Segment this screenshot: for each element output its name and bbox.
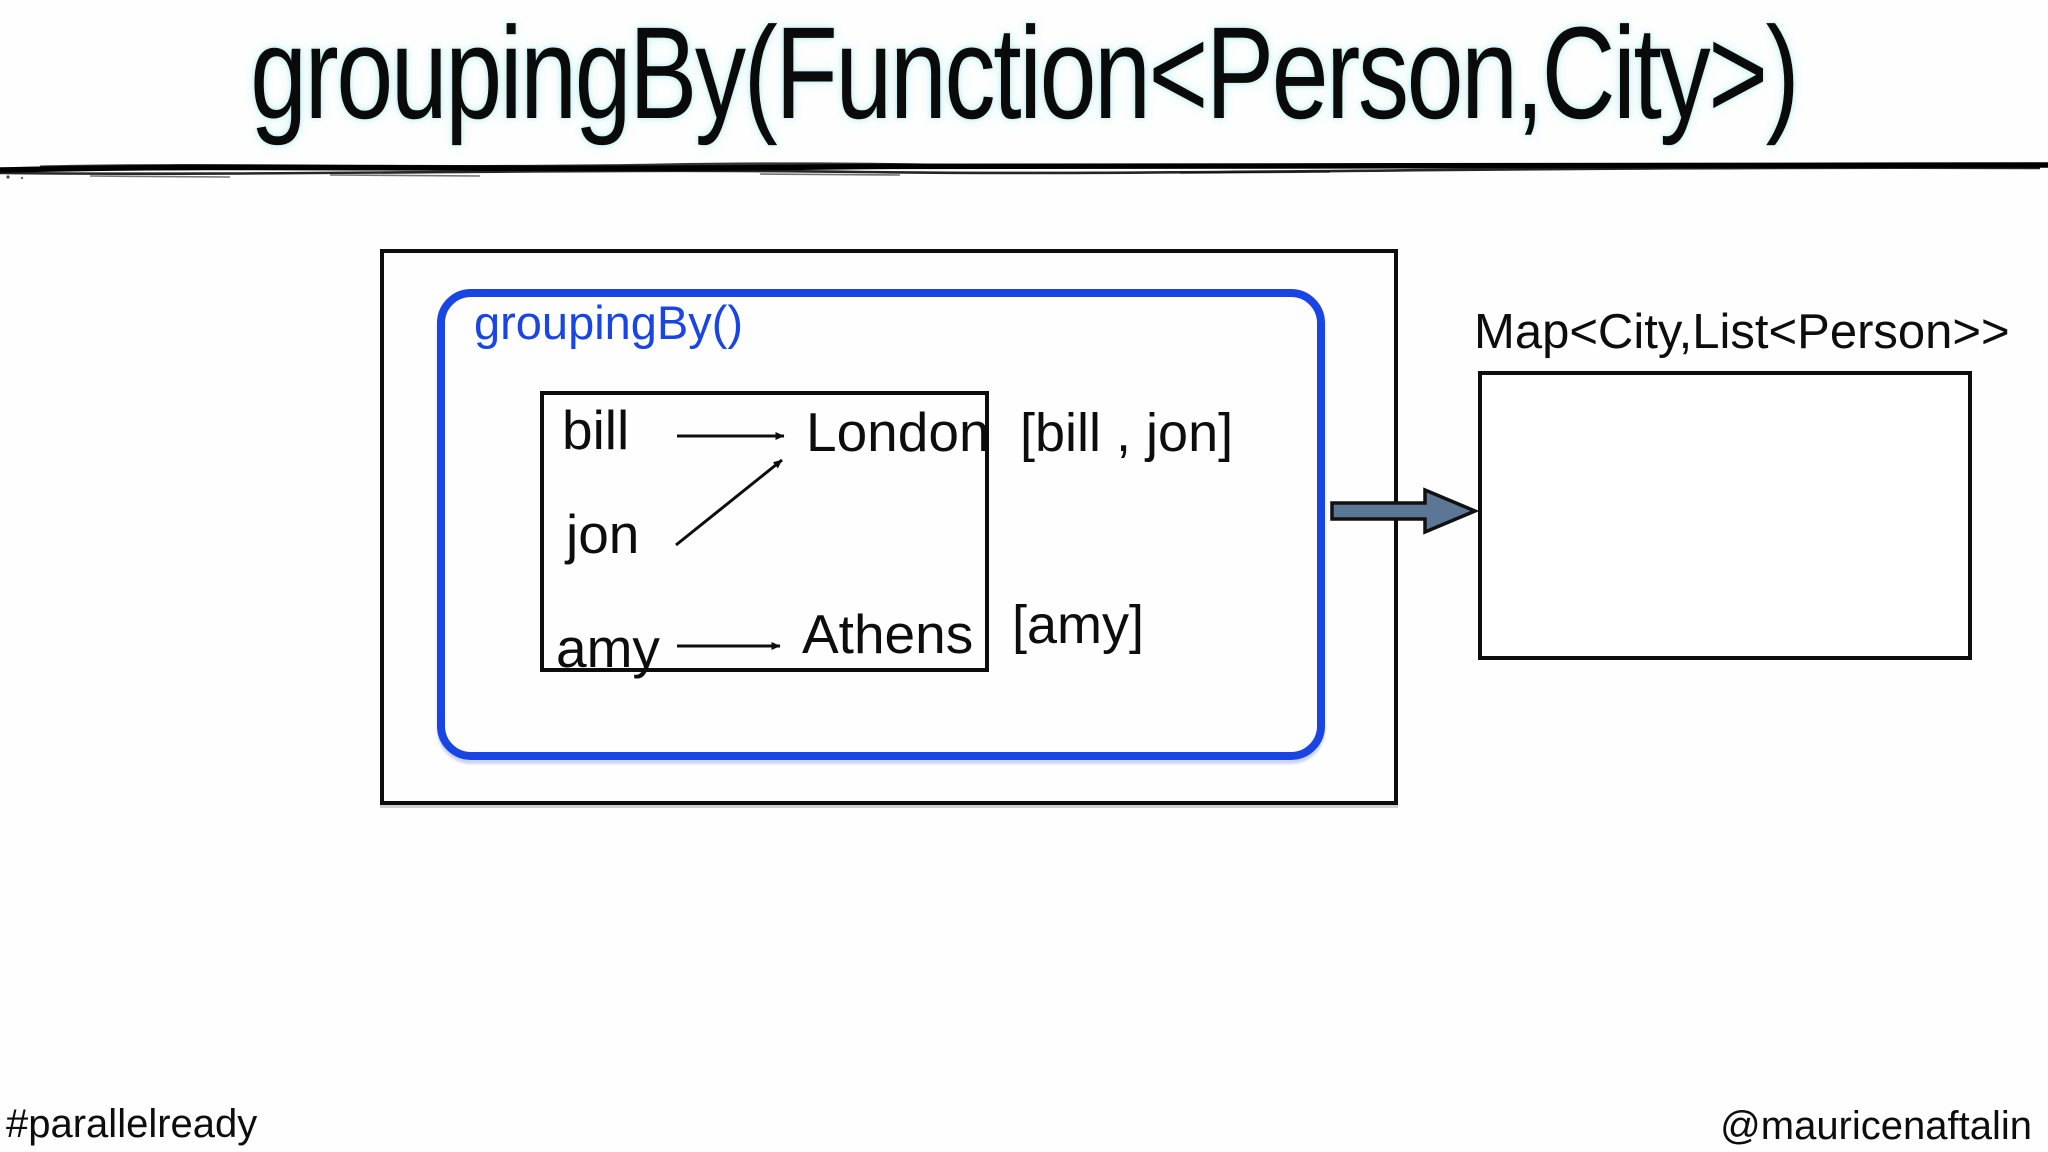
arrow-jon-to-london-icon (675, 458, 783, 547)
group-list-london: [bill , jon] (1020, 403, 1234, 463)
separator-line (0, 162, 2048, 180)
page-title: groupingBy(Function<Person,City>) (0, 0, 2048, 146)
person-label-amy: amy (556, 617, 660, 679)
group-list-athens: [amy] (1012, 595, 1145, 655)
map-type-label: Map<City,List<Person>> (1474, 305, 2010, 359)
city-label-athens: Athens (802, 603, 974, 665)
classifier-function-box: bill London jon amy Athens (540, 391, 990, 676)
mapping-arrows (675, 432, 785, 650)
twitter-handle-label: @mauricenaftalin (1720, 1104, 2032, 1148)
groupingby-label: groupingBy() (474, 296, 744, 349)
person-label-bill: bill (562, 399, 630, 461)
hashtag-label: #parallelready (6, 1102, 258, 1146)
stream-container-box (380, 249, 1398, 805)
page-title-text: groupingBy(Function<Person,City>) (250, 0, 1799, 146)
person-label-jon: jon (566, 503, 640, 565)
groupingby-collector-box (437, 289, 1325, 760)
city-label-london: London (806, 401, 990, 463)
flow-arrow-icon (1330, 487, 1480, 535)
map-result-box (1478, 371, 1972, 660)
